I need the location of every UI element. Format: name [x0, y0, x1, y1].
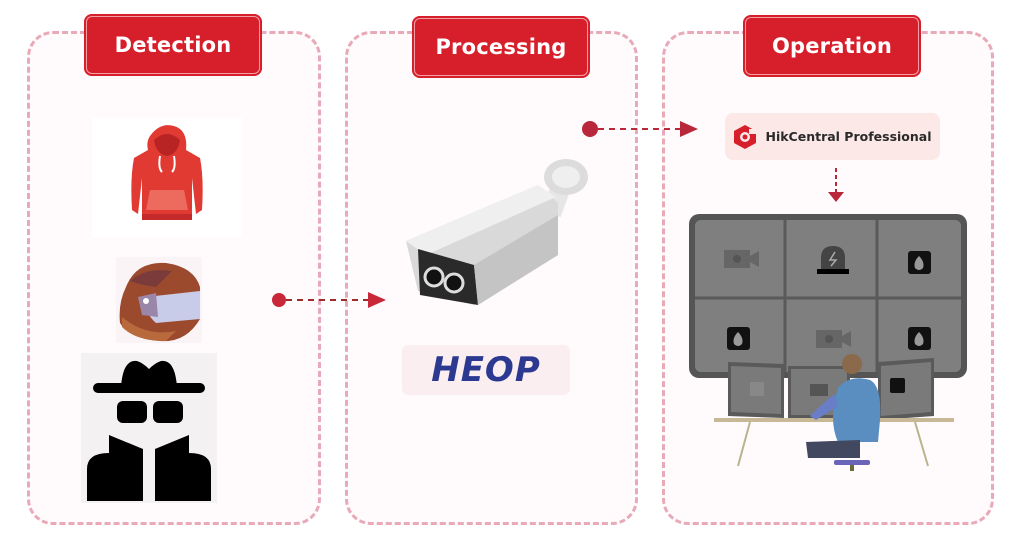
alarm-icon [817, 246, 849, 274]
video-wall [689, 214, 967, 378]
fire-icon [727, 327, 750, 350]
desk-monitor-left [728, 362, 784, 418]
helmet-icon [119, 262, 200, 342]
arrow-down-to-video-wall [828, 168, 844, 202]
operator-desk [714, 354, 954, 471]
detection-title: Detection [84, 14, 262, 76]
hikcentral-logo-box: HikCentral Professional [725, 113, 940, 160]
spy-card [81, 353, 217, 503]
heop-logo: HEOP [431, 350, 541, 390]
fire-icon [908, 327, 931, 350]
arrow-detection-to-processing [272, 292, 386, 308]
hikcentral-logo-icon [734, 124, 758, 149]
hikcentral-name: HikCentral Professional [765, 129, 932, 144]
operator-person [806, 354, 881, 471]
helmet-card [116, 257, 202, 343]
hoodie-card [92, 118, 242, 238]
camera-icon [816, 330, 851, 348]
spy-icon [87, 360, 211, 501]
operation-title: Operation [743, 15, 921, 77]
fire-icon [908, 251, 931, 274]
desk-monitor-right [878, 358, 934, 420]
heop-logo-box: HEOP [402, 345, 570, 395]
hoodie-icon [131, 125, 203, 220]
processing-title: Processing [412, 16, 590, 78]
arrow-processing-to-operation [582, 121, 698, 137]
thermal-camera-icon [406, 159, 588, 305]
camera-icon [724, 250, 759, 268]
